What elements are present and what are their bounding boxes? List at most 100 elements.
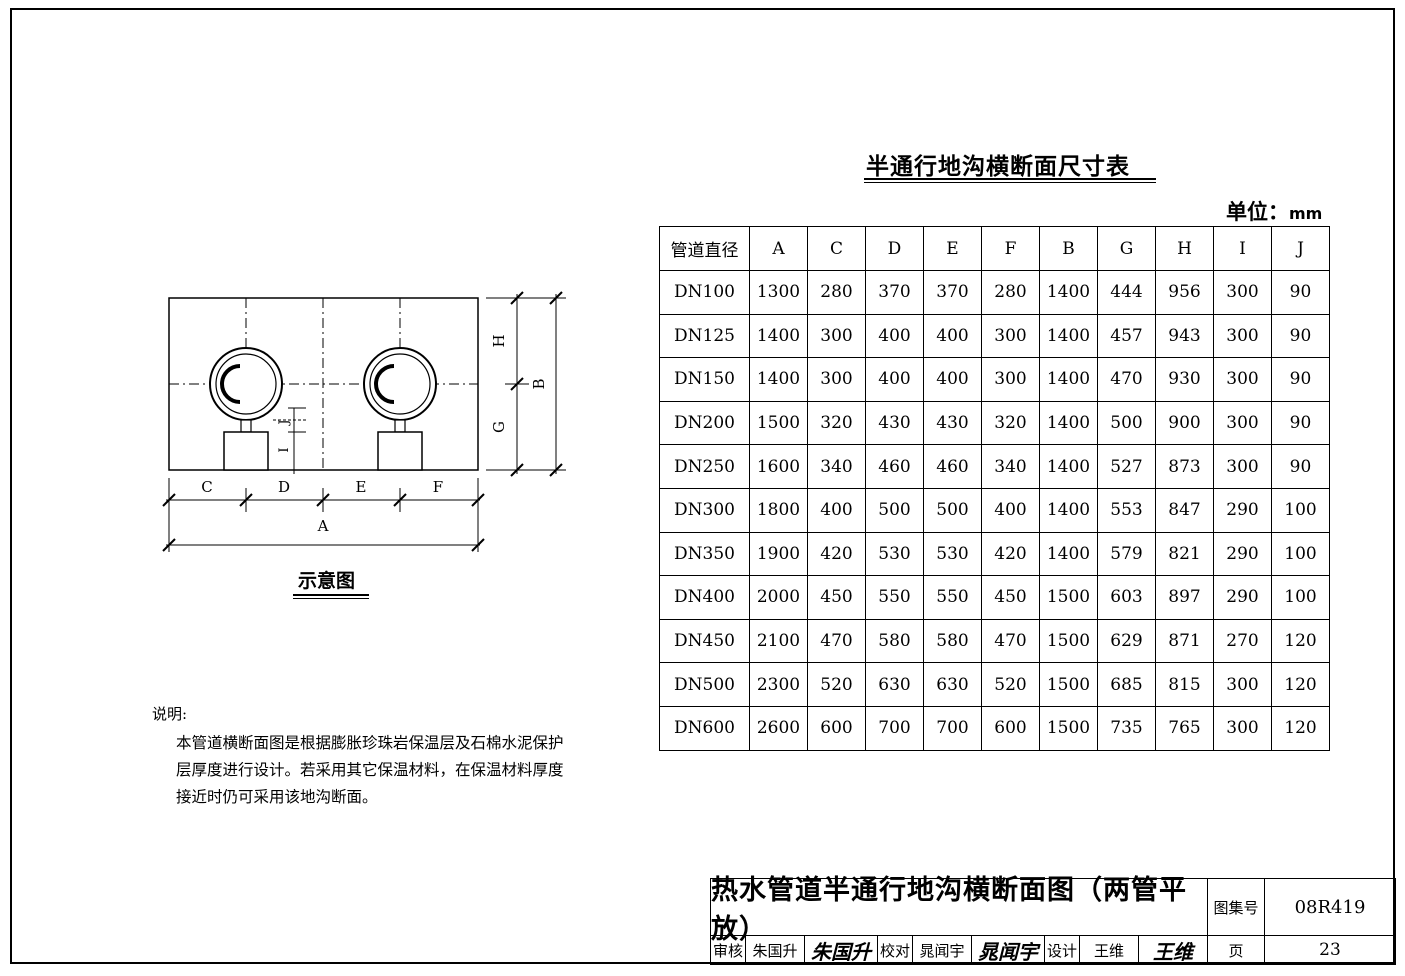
dim-ticks-right <box>486 291 566 477</box>
cell-dimension: 400 <box>981 487 1040 533</box>
cell-dimension: 1500 <box>1039 575 1098 620</box>
cell-dimension: 530 <box>923 531 982 577</box>
cell-dimension: 90 <box>1271 270 1330 315</box>
cell-dimension: 290 <box>1213 575 1272 620</box>
label-C: C <box>201 478 212 496</box>
cell-pipe-diameter: DN300 <box>659 487 750 533</box>
cell-dimension: 300 <box>1213 357 1272 402</box>
dim-ticks-bottom <box>162 478 485 552</box>
cell-dimension: 370 <box>923 270 982 315</box>
label-H: H <box>490 334 508 347</box>
cell-dimension: 2100 <box>749 618 808 664</box>
schematic-caption: 示意图 <box>298 570 356 592</box>
cell-dimension: 735 <box>1097 705 1156 751</box>
cell-dimension: 630 <box>923 662 982 707</box>
cell-pipe-diameter: DN450 <box>659 618 750 664</box>
cell-dimension: 90 <box>1271 313 1330 359</box>
checker-name: 晁闻宇 <box>912 935 972 965</box>
cell-dimension: 470 <box>807 618 866 664</box>
cell-dimension: 400 <box>865 313 924 359</box>
cell-dimension: 603 <box>1097 575 1156 620</box>
schematic-diagram: C D E F A H G B I J <box>162 291 566 552</box>
cell-dimension: 500 <box>1097 400 1156 446</box>
notes-heading: 说明: <box>152 705 188 723</box>
cell-dimension: 400 <box>923 357 982 402</box>
cell-dimension: 340 <box>981 444 1040 489</box>
cell-dimension: 1400 <box>1039 400 1098 446</box>
cell-dimension: 444 <box>1097 270 1156 315</box>
cell-dimension: 550 <box>865 575 924 620</box>
cell-dimension: 90 <box>1271 444 1330 489</box>
cell-dimension: 579 <box>1097 531 1156 577</box>
cell-dimension: 280 <box>981 270 1040 315</box>
cell-dimension: 1400 <box>1039 531 1098 577</box>
cell-dimension: 1400 <box>749 357 808 402</box>
cell-dimension: 1400 <box>1039 313 1098 359</box>
header-C: C <box>807 226 866 271</box>
cell-dimension: 930 <box>1155 357 1214 402</box>
cell-dimension: 320 <box>807 400 866 446</box>
cell-dimension: 300 <box>1213 313 1272 359</box>
cell-dimension: 1400 <box>1039 444 1098 489</box>
cell-pipe-diameter: DN250 <box>659 444 750 489</box>
checker-signature: 晁闻宇 <box>971 935 1045 965</box>
table-header-row: 管道直径 A C D E F B G H I J <box>659 226 1330 271</box>
cell-dimension: 400 <box>807 487 866 533</box>
header-B: B <box>1039 226 1098 271</box>
cell-dimension: 120 <box>1271 662 1330 707</box>
cell-dimension: 290 <box>1213 531 1272 577</box>
cell-dimension: 500 <box>865 487 924 533</box>
table-title: 半通行地沟横断面尺寸表 <box>866 154 1130 180</box>
header-pipe-diameter: 管道直径 <box>659 226 750 271</box>
reviewer-signature: 朱国升 <box>804 935 878 965</box>
cell-pipe-diameter: DN350 <box>659 531 750 577</box>
unit-label-text: 单位： <box>1226 200 1289 224</box>
cell-dimension: 1900 <box>749 531 808 577</box>
cell-dimension: 300 <box>807 357 866 402</box>
cell-dimension: 450 <box>981 575 1040 620</box>
cell-dimension: 815 <box>1155 662 1214 707</box>
notes-line: 本管道横断面图是根据膨胀珍珠岩保温层及石棉水泥保护 <box>176 734 564 752</box>
cell-dimension: 450 <box>807 575 866 620</box>
cell-dimension: 120 <box>1271 618 1330 664</box>
cell-dimension: 821 <box>1155 531 1214 577</box>
label-I: I <box>277 447 292 452</box>
title-underline-thin <box>864 182 1156 183</box>
cell-dimension: 430 <box>923 400 982 446</box>
cell-dimension: 300 <box>981 313 1040 359</box>
cell-pipe-diameter: DN500 <box>659 662 750 707</box>
dim-IJ <box>273 407 306 474</box>
cell-dimension: 550 <box>923 575 982 620</box>
cell-dimension: 400 <box>865 357 924 402</box>
cell-dimension: 420 <box>807 531 866 577</box>
cell-dimension: 290 <box>1213 487 1272 533</box>
cell-dimension: 700 <box>865 705 924 751</box>
cell-dimension: 90 <box>1271 400 1330 446</box>
header-I: I <box>1213 226 1272 271</box>
cell-dimension: 630 <box>865 662 924 707</box>
design-label: 设计 <box>1044 935 1080 965</box>
cell-dimension: 300 <box>1213 705 1272 751</box>
cell-dimension: 530 <box>865 531 924 577</box>
cell-dimension: 370 <box>865 270 924 315</box>
header-F: F <box>981 226 1040 271</box>
designer-name: 王维 <box>1079 935 1139 965</box>
cell-dimension: 320 <box>981 400 1040 446</box>
designer-signature: 王维 <box>1138 935 1208 965</box>
cell-dimension: 900 <box>1155 400 1214 446</box>
cell-dimension: 100 <box>1271 531 1330 577</box>
unit-label: 单位：mm <box>1226 196 1322 226</box>
caption-underline <box>293 594 369 596</box>
notes-line: 层厚度进行设计。若采用其它保温材料，在保温材料厚度 <box>176 761 564 779</box>
header-E: E <box>923 226 982 271</box>
cell-dimension: 553 <box>1097 487 1156 533</box>
cell-dimension: 1400 <box>1039 270 1098 315</box>
reviewer-name: 朱国升 <box>745 935 805 965</box>
cell-dimension: 600 <box>807 705 866 751</box>
review-label: 审核 <box>710 935 746 965</box>
